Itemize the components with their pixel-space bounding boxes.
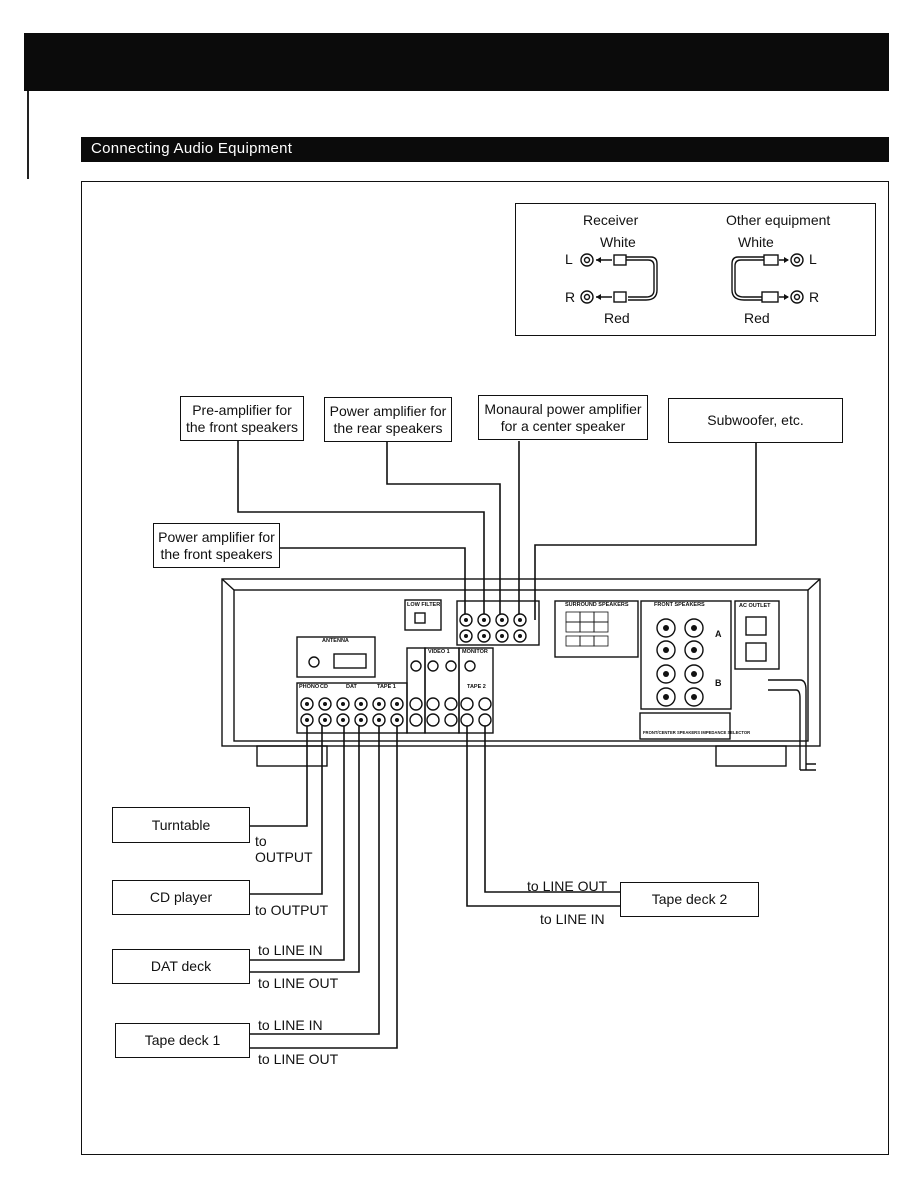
cd-player-box: CD player (112, 880, 250, 915)
preamp-line2: the front speakers (185, 418, 299, 435)
preamp-line1: Pre-amplifier for (192, 401, 292, 418)
legend-r-left: R (565, 289, 576, 305)
speaker-a-label: A (715, 629, 722, 639)
jack-icon (580, 290, 594, 304)
section-title: Connecting Audio Equipment (91, 140, 293, 157)
legend-l-left: L (565, 251, 573, 267)
rear-amp-line2: the rear speakers (333, 419, 443, 436)
dat-line-out-label: to LINE OUT (258, 975, 339, 991)
tape2-label: TAPE 2 (467, 684, 486, 690)
tape2-line-in-label: to LINE IN (540, 911, 605, 927)
speaker-b-label: B (715, 678, 722, 688)
jack-icon (790, 253, 804, 267)
cable-drawing (580, 253, 804, 304)
tape1-line-in-label: to LINE IN (258, 1017, 323, 1033)
front-speakers-label: FRONT SPEAKERS (654, 602, 705, 608)
front-amp-line1: Power amplifier for (158, 528, 275, 545)
phono-label: PHONO (299, 684, 320, 690)
impedance-label: FRONT/CENTER SPEAKERS IMPEDANCE SELECTOR (643, 730, 750, 735)
turntable-output-label: OUTPUT (255, 849, 313, 865)
video1-label: VIDEO 1 (428, 649, 450, 655)
dat-label: DAT (346, 684, 358, 690)
dat-deck-box: DAT deck (112, 949, 250, 984)
jack-icon (790, 290, 804, 304)
dat-line-in-label: to LINE IN (258, 942, 323, 958)
ac-outlet-label: AC OUTLET (739, 603, 771, 609)
cable-legend: Receiver Other equipment White White L R… (515, 203, 876, 336)
cd-output-label: to OUTPUT (255, 902, 329, 918)
turntable-box: Turntable (112, 807, 250, 843)
jack-row-top (459, 613, 527, 643)
surround-label: SURROUND SPEAKERS (565, 602, 629, 608)
turntable-to-label: to (255, 833, 267, 849)
speaker-terminals (656, 618, 704, 707)
jack-icon (580, 253, 594, 267)
front-amp-line2: the front speakers (160, 545, 273, 562)
diagram-frame (81, 181, 889, 1155)
tape-deck-1-box: Tape deck 1 (115, 1023, 250, 1058)
cd-label: CD (320, 684, 328, 690)
legend-other-label: Other equipment (726, 212, 831, 228)
tape2-line-out-label: to LINE OUT (527, 878, 608, 894)
tape-deck-2-box: Tape deck 2 (620, 882, 759, 917)
center-amp-line2: for a center speaker (500, 417, 626, 434)
rear-amp-line1: Power amplifier for (329, 402, 447, 419)
tape1-label: TAPE 1 (377, 684, 396, 690)
monitor-label: MONITOR (462, 649, 488, 655)
header-bar (24, 33, 889, 91)
legend-white-right: White (738, 234, 774, 250)
legend-receiver-label: Receiver (583, 212, 639, 228)
tape1-line-out-label: to LINE OUT (258, 1051, 339, 1067)
legend-r-right: R (809, 289, 820, 305)
margin-line (27, 91, 29, 179)
jack-row-inputs (300, 660, 492, 727)
legend-l-right: L (809, 251, 817, 267)
legend-white-left: White (600, 234, 636, 250)
section-bar: Connecting Audio Equipment (81, 137, 889, 162)
legend-red-right: Red (744, 310, 770, 326)
subwoofer-box: Subwoofer, etc. (668, 398, 843, 443)
legend-red-left: Red (604, 310, 630, 326)
center-amp-line1: Monaural power amplifier (484, 400, 642, 417)
low-filter-label: LOW FILTER (407, 602, 440, 608)
antenna-label: ANTENNA (322, 638, 349, 644)
